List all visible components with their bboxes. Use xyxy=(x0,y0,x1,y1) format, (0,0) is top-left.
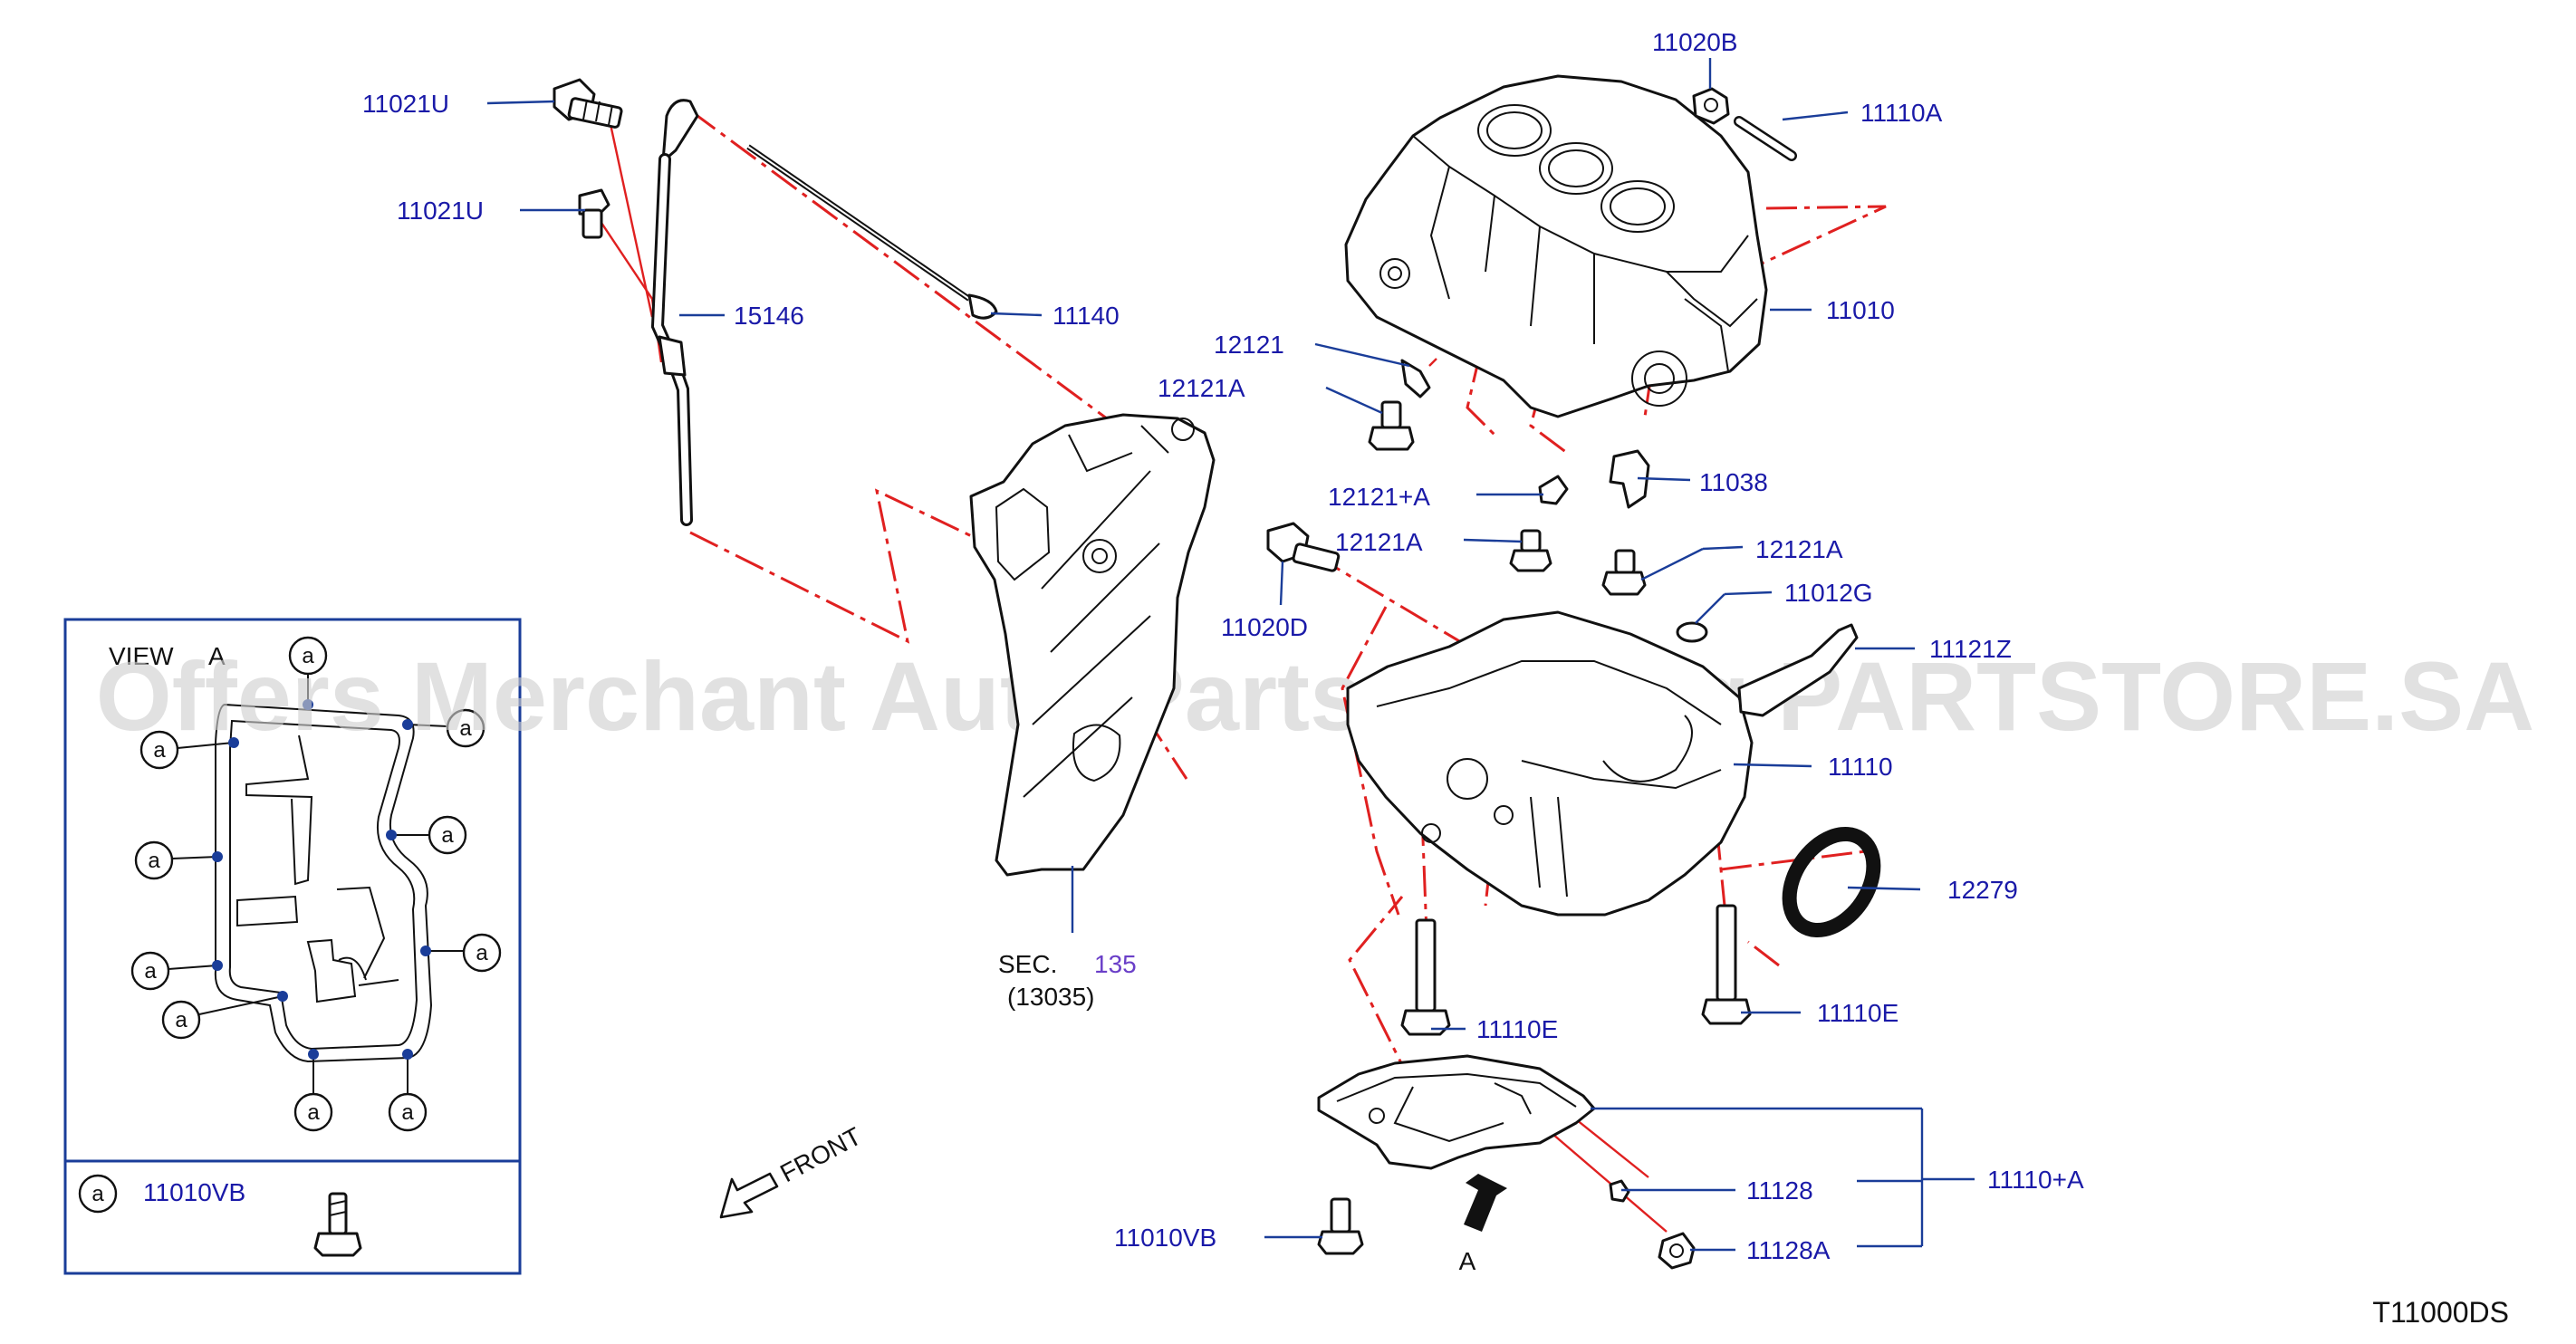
label-11010vb: 11010VB xyxy=(1114,1224,1216,1252)
label-12121: 12121 xyxy=(1214,331,1284,359)
leader-lines xyxy=(486,58,1975,1252)
svg-text:a: a xyxy=(476,941,488,965)
drain-washer-11128a xyxy=(1658,1232,1696,1270)
legend-marker: a xyxy=(91,1182,104,1206)
bolt-12121a-upper xyxy=(1368,400,1415,451)
bolt-11021u-bottom xyxy=(578,188,610,239)
section-prefix: SEC. xyxy=(998,950,1057,978)
front-cover-sec135 xyxy=(969,413,1216,877)
section-number: 135 xyxy=(1094,950,1137,978)
bolt-11110e-left xyxy=(1400,918,1451,1036)
label-11110e-right: 11110E xyxy=(1817,999,1898,1027)
label-12279: 12279 xyxy=(1947,876,2018,904)
stud-11110a xyxy=(1734,116,1797,161)
view-label: VIEW xyxy=(109,642,174,670)
nut-11020b xyxy=(1692,87,1730,125)
oil-jet-12121plus xyxy=(1538,475,1569,505)
bolt-11110e-right xyxy=(1701,904,1752,1025)
front-label: FRONT xyxy=(775,1122,866,1188)
label-11020b: 11020B xyxy=(1652,28,1737,56)
bolt-11020d xyxy=(1266,522,1341,572)
label-12121plusa: 12121+A xyxy=(1328,483,1430,511)
oil-jet-12121 xyxy=(1400,358,1437,398)
bolt-location-markers: a a a a a a a a a xyxy=(130,636,502,1132)
oil-pan-gasket-outline xyxy=(214,703,433,1063)
drain-plug-11128 xyxy=(1609,1179,1630,1203)
svg-text:a: a xyxy=(153,738,166,763)
label-11128a: 11128A xyxy=(1746,1236,1831,1264)
label-11038: 11038 xyxy=(1699,468,1768,496)
bolt-11021u-top xyxy=(553,78,623,129)
label-11010: 11010 xyxy=(1826,296,1895,324)
watermark: Offers Merchant Auto Parts Catalog PARTS… xyxy=(96,641,2534,751)
bolt-11010vb xyxy=(1317,1197,1364,1255)
dipstick-11140 xyxy=(746,144,998,320)
bolt-12121a-mid xyxy=(1509,529,1552,572)
cylinder-block-11010 xyxy=(1344,74,1768,418)
front-arrow: FRONT xyxy=(719,1122,866,1219)
view-letter: A xyxy=(208,642,226,670)
label-11110a: 11110A xyxy=(1860,99,1943,127)
label-12121a-mid: 12121A xyxy=(1335,528,1423,556)
svg-text:a: a xyxy=(401,1100,414,1125)
legend-bolt-icon xyxy=(313,1192,362,1257)
dipstick-tube-15146 xyxy=(650,99,699,526)
view-a-inset: VIEW A a a a a a xyxy=(63,618,522,1275)
bolt-12121a-right xyxy=(1601,549,1647,596)
oil-pan-11110plusa xyxy=(1317,1054,1596,1170)
label-12121a-right: 12121A xyxy=(1755,535,1843,563)
label-11012g: 11012G xyxy=(1784,579,1873,607)
view-a-arrow: A xyxy=(1459,1174,1507,1275)
svg-text:a: a xyxy=(302,644,314,668)
svg-text:a: a xyxy=(441,823,454,848)
lower-crankcase-11110 xyxy=(1346,610,1754,917)
label-11140: 11140 xyxy=(1053,302,1120,330)
rear-seal-12279 xyxy=(1782,826,1881,938)
svg-text:a: a xyxy=(459,716,472,741)
oil-strainer-11121z xyxy=(1737,623,1859,717)
svg-text:a: a xyxy=(148,849,160,873)
label-12121a-upper: 12121A xyxy=(1158,374,1245,402)
label-11121z: 11121Z xyxy=(1929,635,2012,663)
label-11110plusa: 11110+A xyxy=(1987,1166,2084,1194)
label-11021u-top: 11021U xyxy=(362,90,449,118)
label-11110e-left: 11110E xyxy=(1476,1015,1558,1043)
diagram-code: T11000DS xyxy=(2372,1296,2509,1329)
view-a-arrow-label: A xyxy=(1459,1247,1476,1275)
label-15146: 15146 xyxy=(734,302,804,330)
label-11021u-bottom: 11021U xyxy=(397,197,484,225)
section-sub: (13035) xyxy=(1007,983,1095,1011)
legend-part-number: 11010VB xyxy=(143,1178,245,1206)
bracket-11038 xyxy=(1609,449,1650,509)
label-11020d: 11020D xyxy=(1221,613,1308,641)
svg-text:a: a xyxy=(144,959,157,984)
oring-11012g xyxy=(1676,621,1708,643)
svg-text:a: a xyxy=(307,1100,320,1125)
label-11110: 11110 xyxy=(1828,753,1893,781)
svg-text:a: a xyxy=(175,1008,187,1032)
label-11128: 11128 xyxy=(1746,1176,1813,1205)
legend-row: a 11010VB xyxy=(78,1174,362,1257)
part-labels: 11021U 11021U 15146 11140 11020B 11110A … xyxy=(362,28,2084,1264)
